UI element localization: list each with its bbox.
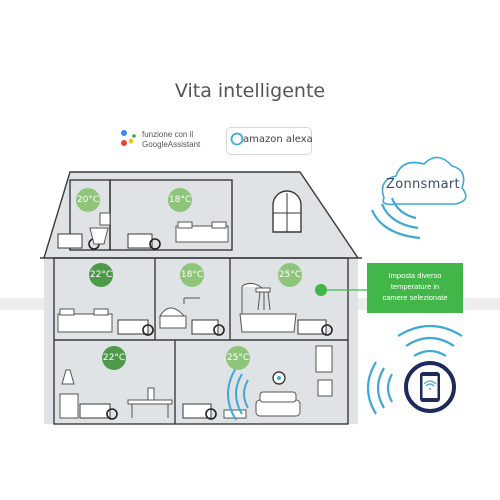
temp-badge-bedroom-left: 22°C — [89, 263, 113, 287]
middle-bed — [57, 308, 113, 333]
phone-icon — [404, 361, 456, 413]
callout-dot — [315, 284, 327, 296]
bathtub — [239, 282, 297, 333]
google-assistant-line2: GoogleAssistant — [142, 140, 201, 149]
temp-badge-nursery: 18°C — [180, 263, 204, 287]
google-assistant-line1: funzione con il — [142, 130, 194, 139]
top-bed — [175, 221, 229, 243]
alexa-badge — [226, 127, 312, 155]
temp-badge-bathroom-top: 20°C — [76, 188, 100, 212]
roof — [44, 172, 358, 258]
callout-line1: Imposta diverso — [388, 271, 442, 280]
alexa-ring-icon — [230, 132, 244, 146]
living-room — [223, 345, 333, 419]
cloud-wifi-icon — [370, 197, 421, 240]
kitchen — [59, 369, 173, 419]
temp-badge-bathroom-mid: 25°C — [278, 263, 302, 287]
room-temperature-callout: Imposta diverso temperature in camere se… — [367, 263, 463, 313]
attic-window — [272, 190, 302, 233]
living-room-wifi-icon — [227, 367, 249, 421]
crib — [159, 297, 200, 329]
temp-badge-kitchen: 22°C — [102, 346, 126, 370]
temp-badge-bedroom-top: 18°C — [168, 188, 192, 212]
google-assistant-label: funzione con il GoogleAssistant — [142, 130, 200, 150]
radiators — [57, 233, 327, 419]
google-assistant-icon — [121, 130, 136, 146]
callout-line2: temperature in — [390, 282, 440, 291]
page-title: Vita intelligente — [174, 80, 326, 102]
alexa-label: amazon alexa — [243, 134, 313, 145]
cloud-brand-label: Zonnsmart — [386, 177, 460, 192]
cloud-icon — [381, 156, 467, 206]
toilet — [89, 212, 111, 245]
temp-badge-living-room: 25°C — [226, 346, 250, 370]
phone-wifi-icon — [366, 325, 463, 415]
hub-device-icon — [272, 371, 286, 385]
callout-line3: camere selezionate — [382, 293, 448, 302]
